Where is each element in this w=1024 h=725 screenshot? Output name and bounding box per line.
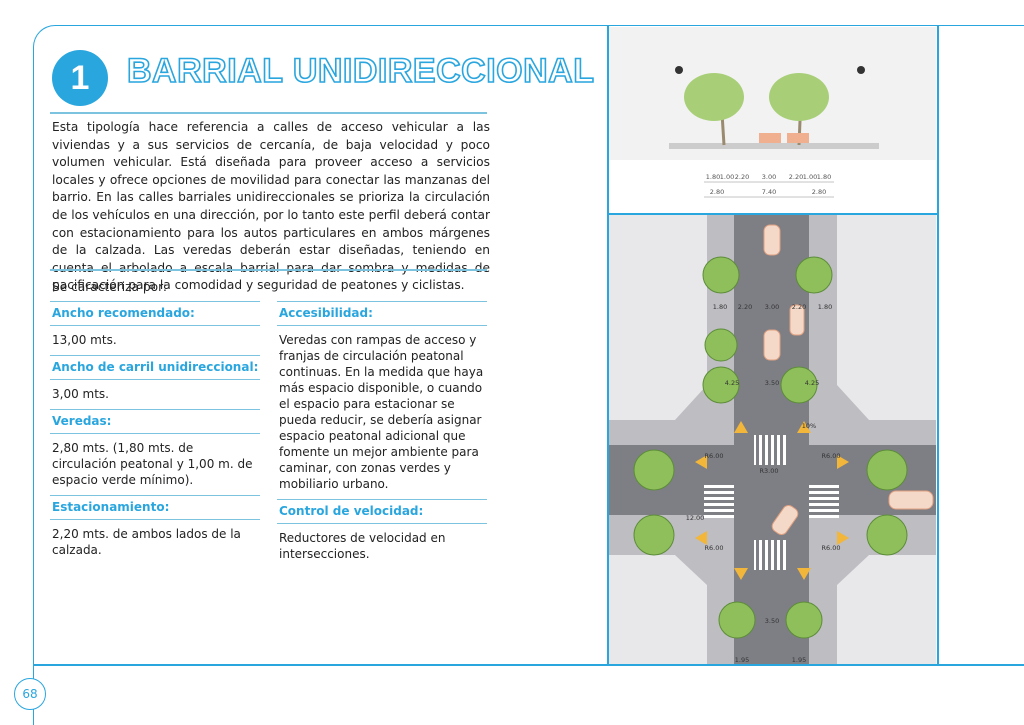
dimension-label: 4.25	[805, 379, 819, 387]
dimension-label: 12.00	[686, 514, 705, 522]
intersection-plan-drawing: 1.80 2.20 3.00 2.20 1.80 R6.00 R6.00 R3.…	[609, 215, 936, 664]
radius-label: R3.00	[760, 467, 779, 475]
characteristics-left: Ancho recomendado: 13,00 mts. Ancho de c…	[50, 301, 260, 565]
dimension-label: 2.20	[735, 173, 749, 181]
dimension-label: 4.25	[725, 379, 739, 387]
feature-heading: Estacionamiento:	[50, 495, 260, 520]
feature-value: 3,00 mts.	[52, 387, 109, 401]
car-icon	[759, 133, 781, 143]
divider	[607, 213, 938, 215]
speed-reducer-icon	[695, 421, 849, 580]
page-number: 68	[14, 678, 46, 710]
divider	[607, 25, 609, 665]
dimension-label: 3.50	[765, 379, 779, 387]
dimension-label: 3.50	[765, 617, 779, 625]
radius-label: R6.00	[705, 544, 724, 552]
car-icon	[763, 224, 934, 536]
feature-value: 2,20 mts. de ambos lados de la calzada.	[52, 527, 241, 557]
feature-heading: Accesibilidad:	[277, 301, 487, 326]
feature-value: Reductores de velocidad en interseccione…	[279, 531, 446, 561]
dimension-label: 1.00	[720, 173, 734, 181]
dimension-label: 7.40	[762, 188, 776, 196]
dimension-label: 2.20	[792, 303, 806, 311]
feature-heading: Ancho de carril unidireccional:	[50, 355, 260, 380]
dimension-label: 2.80	[710, 188, 724, 196]
radius-label: R6.00	[705, 452, 724, 460]
feature-value: Veredas con rampas de acceso y franjas d…	[279, 333, 484, 491]
dimension-label: 1.95	[735, 656, 749, 664]
divider	[50, 112, 487, 114]
dimension-label: 1.00	[803, 173, 817, 181]
dimension-label: 2.80	[812, 188, 826, 196]
section-number: 1	[52, 50, 108, 106]
feature-heading: Veredas:	[50, 409, 260, 434]
dimension-label: 1.80	[818, 303, 832, 311]
street-section-drawing: 1.80 1.00 2.20 3.00 2.20 1.00 1.80 2.80 …	[609, 27, 936, 198]
divider	[33, 664, 1024, 666]
feature-heading: Ancho recomendado:	[50, 301, 260, 326]
car-icon	[787, 133, 809, 143]
dimension-label: 2.20	[738, 303, 752, 311]
radius-label: R6.00	[822, 544, 841, 552]
dimension-label: 1.80	[713, 303, 727, 311]
intro-text: Esta tipología hace referencia a calles …	[52, 120, 490, 293]
characteristics-right: Accesibilidad: Veredas con rampas de acc…	[277, 301, 487, 569]
dimension-label: 1.80	[817, 173, 831, 181]
dimension-label: 3.00	[762, 173, 776, 181]
page-title: BARRIAL UNIDIRECCIONAL	[126, 51, 595, 91]
divider	[50, 269, 487, 271]
feature-value: 13,00 mts.	[52, 333, 117, 347]
feature-value: 2,80 mts. (1,80 mts. de circulación peat…	[52, 441, 253, 487]
subtitle: Se caracteriza por:	[52, 280, 167, 294]
feature-heading: Control de velocidad:	[277, 499, 487, 524]
page-frame	[33, 25, 1024, 725]
dimension-label: 1.95	[792, 656, 806, 664]
dimension-label: 2.20	[789, 173, 803, 181]
dimension-label: 3.00	[765, 303, 779, 311]
radius-label: R6.00	[822, 452, 841, 460]
tree-icon	[684, 73, 744, 146]
slope-label: 10%	[802, 422, 816, 430]
dimension-label: 1.80	[706, 173, 720, 181]
divider	[937, 25, 939, 665]
